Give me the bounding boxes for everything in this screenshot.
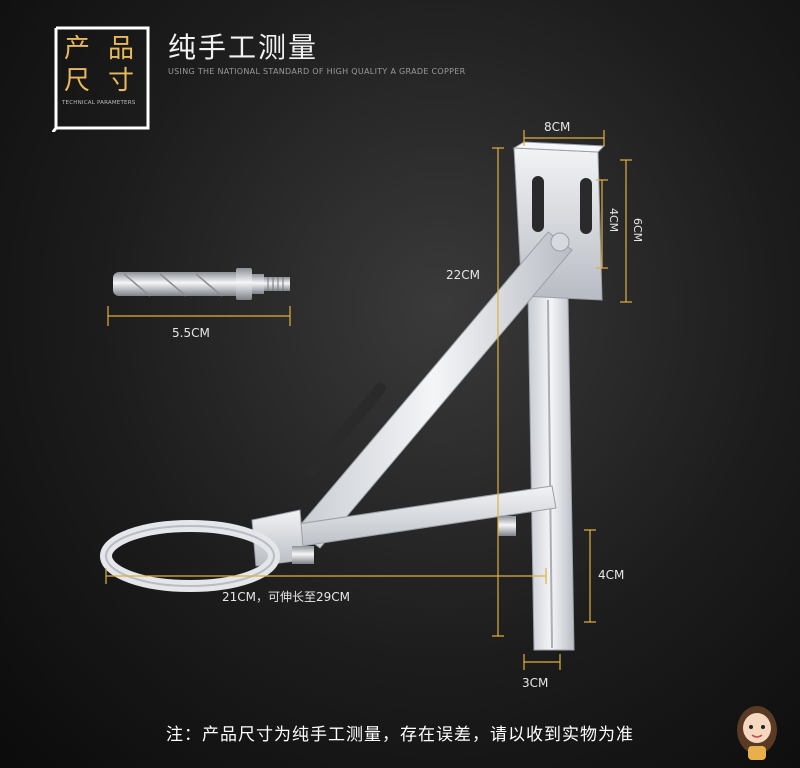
dimension-lines: [105, 130, 632, 670]
expansion-bolt: [113, 268, 290, 300]
arm-length-label: 21CM，可伸长至29CM: [222, 590, 351, 604]
badge-char-4: 寸: [108, 66, 135, 96]
badge-subtitle: TECHNICAL PARAMETERS: [62, 100, 136, 106]
bracket-height-label: 22CM: [446, 268, 481, 282]
slot-height-label: 4CM: [607, 208, 620, 233]
plate-height-label: 6CM: [631, 218, 644, 243]
product-size-badge: 产 品 尺 寸 TECHNICAL PARAMETERS: [52, 24, 152, 132]
mascot-logo: [737, 706, 777, 760]
measurement-note: 注：产品尺寸为纯手工测量，存在误差，请以收到实物为准: [166, 725, 634, 745]
page-subtitle: USING THE NATIONAL STANDARD OF HIGH QUAL…: [168, 67, 466, 76]
badge-frame: [52, 26, 150, 132]
vertical-rail: [527, 289, 575, 651]
badge-char-3: 尺: [64, 66, 91, 96]
page-title: 纯手工测量: [168, 31, 319, 64]
horizontal-arm: [251, 485, 557, 567]
badge-char-2: 品: [108, 34, 135, 64]
top-width-label: 8CM: [544, 120, 571, 134]
bottom-width-label: 3CM: [522, 676, 549, 690]
badge-char-1: 产: [64, 34, 91, 64]
lower-height-label: 4CM: [598, 568, 625, 582]
pipe-ring: [100, 520, 280, 592]
diagonal-strut: [295, 231, 573, 549]
bolt-length-label: 5.5CM: [172, 326, 210, 340]
